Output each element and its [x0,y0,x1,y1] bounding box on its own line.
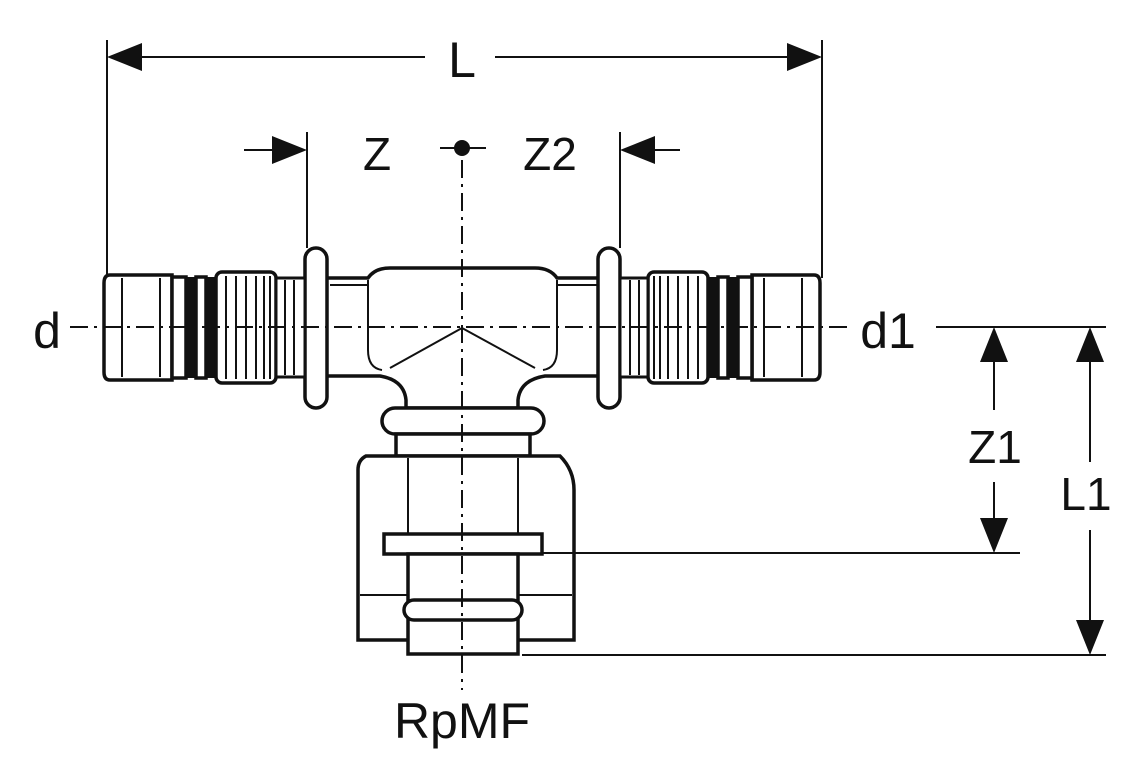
branch-outlet [356,406,576,656]
label-Z: Z [363,128,391,180]
label-d: d [33,303,61,359]
tee-body [323,266,604,410]
label-Z1: Z1 [968,421,1022,473]
label-L: L [448,32,476,88]
label-L1: L1 [1060,468,1111,520]
dimension-L [106,40,823,278]
dimension-Z1-L1 [522,326,1106,656]
label-RpMF: RpMF [394,693,530,749]
label-d1: d1 [860,303,916,359]
label-Z2: Z2 [523,128,577,180]
dimension-Z-Z2 [244,132,680,248]
